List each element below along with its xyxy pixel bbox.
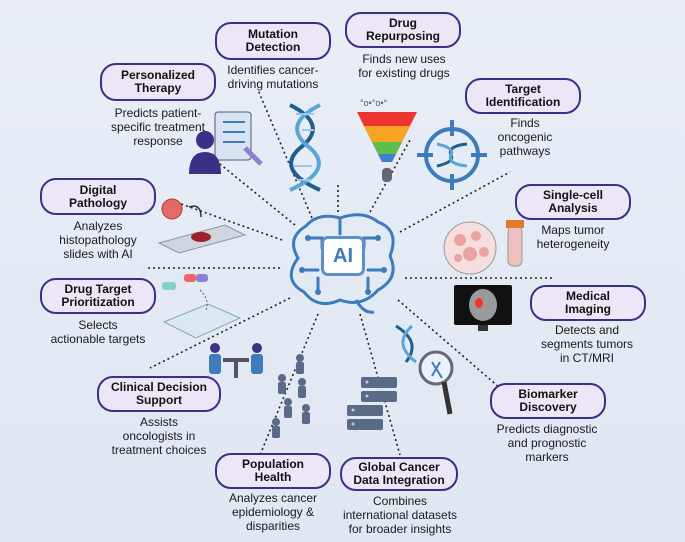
desc-population-health: Analyzes cancer epidemiology & dispariti…	[228, 491, 318, 533]
desc-global-cancer-data-integration: Combines international datasets for broa…	[342, 494, 458, 536]
desc-drug-target-prioritization: Selects actionable targets	[50, 318, 146, 346]
pill-biomarker-discovery: Biomarker Discovery	[490, 383, 606, 419]
desc-medical-imaging: Detects and segments tumors in CT/MRI	[540, 323, 634, 365]
pipette-plate-icon	[162, 274, 242, 339]
pill-personalized-therapy: Personalized Therapy	[100, 63, 216, 101]
people-icon	[272, 354, 310, 438]
desc-single-cell-analysis: Maps tumor heterogeneity	[536, 223, 610, 251]
patient-checklist-icon	[189, 111, 263, 174]
target-dna-icon	[417, 120, 487, 190]
desc-target-identification: Finds oncogenic pathways	[497, 116, 553, 158]
pill-drug-repurposing: Drug Repurposing	[345, 12, 461, 48]
pill-clinical-decision-support: Clinical Decision Support	[97, 376, 221, 412]
desc-mutation-detection: Identifies cancer- driving mutations	[227, 63, 319, 91]
desc-clinical-decision-support: Assists oncologists in treatment choices	[111, 415, 207, 457]
funnel-icon: °o•°o•°	[357, 98, 417, 182]
dna-icon	[289, 103, 321, 192]
pill-global-cancer-data-integration: Global Cancer Data Integration	[340, 457, 458, 491]
petri-dish-icon	[443, 220, 524, 275]
magnifier-dna-icon	[395, 324, 454, 415]
ai-chip: AI	[321, 236, 365, 276]
slide-icon	[157, 198, 247, 254]
pill-mutation-detection: Mutation Detection	[215, 22, 331, 60]
svg-text:°o•°o•°: °o•°o•°	[360, 98, 388, 108]
desc-digital-pathology: Analyzes histopathology slides with AI	[59, 219, 137, 261]
pill-population-health: Population Health	[215, 453, 331, 489]
pill-drug-target-prioritization: Drug Target Prioritization	[40, 278, 156, 314]
pill-medical-imaging: Medical Imaging	[530, 285, 646, 321]
desc-biomarker-discovery: Predicts diagnostic and prognostic marke…	[496, 422, 598, 464]
desc-drug-repurposing: Finds new uses for existing drugs	[358, 52, 450, 80]
pill-digital-pathology: Digital Pathology	[40, 178, 156, 215]
doctors-meeting-icon	[209, 343, 263, 378]
pill-target-identification: Target Identification	[465, 78, 581, 114]
pill-single-cell-analysis: Single-cell Analysis	[515, 184, 631, 220]
desc-personalized-therapy: Predicts patient- specific treatment res…	[110, 106, 206, 148]
servers-icon	[347, 377, 397, 430]
mri-monitor-icon	[454, 285, 512, 331]
